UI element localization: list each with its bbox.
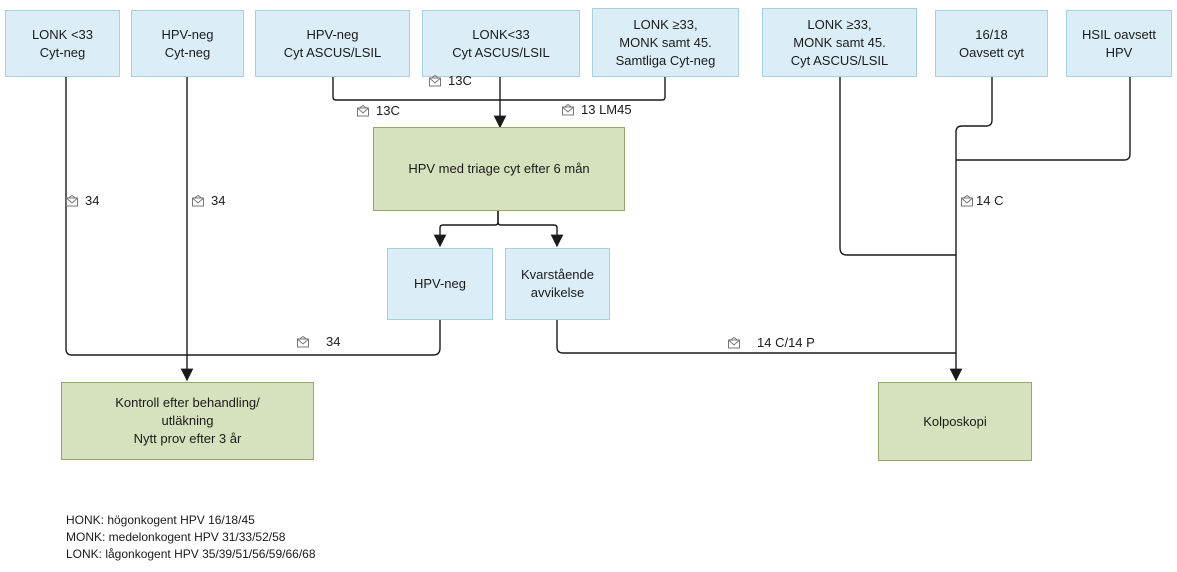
- edge-hsil-to-kolposkopi: [956, 77, 1131, 161]
- node-text: Kvarstående: [521, 267, 594, 282]
- envelope-icon: [192, 194, 204, 207]
- node-lonk-lt33-cyt-ascus: LONK<33 Cyt ASCUS/LSIL: [422, 10, 580, 77]
- legend-item: MONK: medelonkogent HPV 31/33/52/58: [66, 530, 286, 544]
- edge-label-14c-14p: 14 C/14 P: [727, 335, 815, 351]
- node-text: LONK<33: [472, 26, 530, 42]
- edge-label-text: 34: [211, 193, 226, 208]
- edge-lonk-ge33-samtliga-to-triage: [500, 77, 666, 101]
- edge-label-13c-top: 13C: [428, 73, 472, 89]
- edge-label-text: 13C: [448, 73, 472, 88]
- edge-label-13lm45: 13 LM45: [561, 102, 632, 118]
- node-text: HPV-neg: [161, 26, 214, 42]
- envelope-icon: [66, 194, 78, 207]
- edge-label-34-b: 34: [191, 193, 225, 209]
- edge-label-14c: 14 C: [960, 193, 1003, 209]
- node-text: utläkning: [161, 413, 214, 428]
- envelope-icon: [429, 74, 441, 87]
- node-hsil: HSIL oavsett HPV: [1066, 10, 1172, 77]
- node-text: Nytt prov efter 3 år: [133, 431, 242, 446]
- envelope-icon: [728, 336, 740, 349]
- edge-label-text: 14 C: [976, 193, 1004, 208]
- edge-triage-to-kvarstaende: [497, 211, 564, 248]
- node-text: Cyt ASCUS/LSIL: [790, 52, 889, 68]
- edge-label-34-a: 34: [65, 193, 99, 209]
- node-lonk-ge33-ascus: LONK ≥33, MONK samt 45. Cyt ASCUS/LSIL: [762, 8, 917, 77]
- node-text: HPV med triage cyt efter 6 mån: [408, 161, 590, 176]
- node-text: LONK ≥33,: [807, 16, 872, 32]
- node-hpvneg-cyt-ascus: HPV-neg Cyt ASCUS/LSIL: [255, 10, 410, 77]
- node-lonk-ge33-samtliga: LONK ≥33, MONK samt 45. Samtliga Cyt-neg: [592, 8, 739, 77]
- edge-label-13c-left: 13C: [356, 103, 400, 119]
- envelope-icon: [961, 194, 973, 207]
- node-text: HPV: [1105, 44, 1133, 60]
- node-text: Cyt ASCUS/LSIL: [452, 44, 550, 60]
- node-text: HSIL oavsett: [1082, 26, 1156, 42]
- edge-label-text: 13C: [376, 103, 400, 118]
- node-text: 16/18: [975, 26, 1008, 42]
- node-text: Cyt-neg: [39, 44, 86, 60]
- node-hpvneg-cytneg: HPV-neg Cyt-neg: [131, 10, 244, 77]
- node-text: MONK samt 45.: [619, 34, 712, 50]
- edge-hpvneg-ascus-to-triage: [332, 77, 500, 101]
- edge-1618-to-kolposkopi: [949, 77, 993, 382]
- node-text: Cyt-neg: [164, 44, 211, 60]
- edge-label-text: 13 LM45: [581, 102, 632, 117]
- legend: HONK: högonkogent HPV 16/18/45 MONK: med…: [66, 512, 316, 563]
- edge-lonk-ge33-ascus-to-kolposkopi: [839, 77, 956, 256]
- edge-hpvneg-mid-to-kontroll: [187, 320, 441, 356]
- node-triage: HPV med triage cyt efter 6 mån: [373, 127, 625, 211]
- legend-item: HONK: högonkogent HPV 16/18/45: [66, 513, 255, 527]
- node-lonk-lt33-cytneg: LONK <33 Cyt-neg: [5, 10, 120, 77]
- node-hpvneg-mid: HPV-neg: [387, 248, 493, 320]
- node-kolposkopi: Kolposkopi: [878, 382, 1032, 461]
- node-text: avvikelse: [530, 285, 585, 300]
- edge-label-text: 14 C/14 P: [757, 335, 815, 350]
- edge-label-text: 34: [85, 193, 100, 208]
- envelope-icon: [297, 335, 309, 348]
- node-text: HPV-neg: [413, 276, 467, 291]
- legend-item: LONK: lågonkogent HPV 35/39/51/56/59/66/…: [66, 547, 316, 561]
- envelope-icon: [357, 104, 369, 117]
- node-text: Cyt ASCUS/LSIL: [283, 44, 382, 60]
- node-text: Samtliga Cyt-neg: [615, 52, 716, 68]
- edge-label-text: 34: [326, 334, 341, 349]
- node-text: MONK samt 45.: [793, 34, 886, 50]
- edge-triage-to-hpvneg: [433, 211, 499, 248]
- envelope-icon: [562, 103, 574, 116]
- edge-lonk-lt33-cytneg-to-kontroll: [65, 77, 187, 356]
- edge-kvarstaende-to-kolposkopi: [556, 320, 956, 354]
- node-hpv1618: 16/18 Oavsett cyt: [935, 10, 1048, 77]
- node-text: Kontroll efter behandling/: [115, 395, 260, 410]
- node-text: Oavsett cyt: [958, 44, 1025, 60]
- node-text: HPV-neg: [306, 26, 359, 42]
- node-kvarstaende: Kvarstående avvikelse: [505, 248, 610, 320]
- node-text: Kolposkopi: [923, 413, 987, 429]
- edge-label-34-c: 34: [296, 334, 340, 350]
- node-text: LONK <33: [31, 26, 94, 42]
- node-kontroll: Kontroll efter behandling/ utläkning Nyt…: [61, 382, 314, 460]
- node-text: LONK ≥33,: [633, 16, 698, 32]
